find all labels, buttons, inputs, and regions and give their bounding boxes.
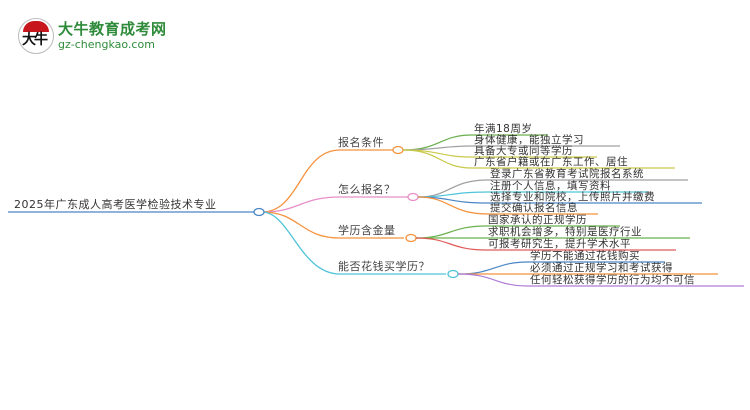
root-topic[interactable]: 2025年广东成人高考医学检验技术专业 bbox=[14, 198, 217, 211]
leaf-education[interactable]: 具备大专或同等学历 bbox=[474, 145, 573, 157]
branch-buy-degree[interactable]: 能否花钱买学历？ bbox=[338, 260, 430, 273]
leaf-cannot-buy[interactable]: 学历不能通过花钱购买 bbox=[530, 250, 640, 262]
leaf-health[interactable]: 身体健康，能独立学习 bbox=[474, 134, 584, 146]
logo-url: gz-chengkao.com bbox=[58, 38, 155, 51]
logo-badge-icon: 大牛 bbox=[18, 18, 54, 54]
leaf-select-major[interactable]: 选择专业和院校，上传照片并缴费 bbox=[490, 191, 655, 203]
branch-degree-value[interactable]: 学历含金量 bbox=[338, 224, 396, 237]
leaf-recognized[interactable]: 国家承认的正规学历 bbox=[488, 214, 587, 226]
leaf-graduate-study[interactable]: 可报考研究生，提升学术水平 bbox=[488, 238, 631, 250]
leaf-register-info[interactable]: 注册个人信息，填写资料 bbox=[490, 180, 611, 192]
leaf-must-study[interactable]: 必须通过正规学习和考试获得 bbox=[530, 262, 673, 274]
leaf-submit[interactable]: 提交确认报名信息 bbox=[490, 202, 578, 214]
leaf-job-opportunities[interactable]: 求职机会增多，特别是医疗行业 bbox=[488, 226, 642, 238]
logo-title: 大牛教育成考网 bbox=[58, 20, 167, 38]
branch-requirements[interactable]: 报名条件 bbox=[338, 136, 384, 149]
leaf-age[interactable]: 年满18周岁 bbox=[474, 123, 533, 135]
leaf-login[interactable]: 登录广东省教育考试院报名系统 bbox=[490, 168, 644, 180]
leaf-residence[interactable]: 广东省户籍或在广东工作、居住 bbox=[474, 156, 628, 168]
leaf-not-credible[interactable]: 任何轻松获得学历的行为均不可信 bbox=[530, 274, 695, 286]
branch-how-to-register[interactable]: 怎么报名？ bbox=[338, 183, 396, 196]
site-logo[interactable]: 大牛 大牛教育成考网 gz-chengkao.com bbox=[18, 16, 188, 56]
